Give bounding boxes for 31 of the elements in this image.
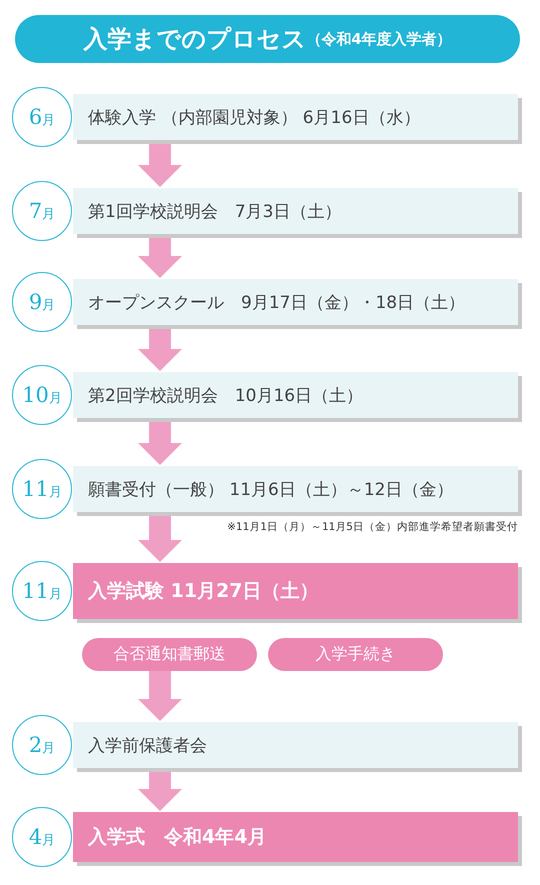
step-text: 第1回学校説明会 7月3日（土） bbox=[88, 200, 342, 222]
month-label: 2月 bbox=[28, 733, 56, 757]
highlight-box bbox=[73, 812, 518, 862]
pill-text: 入学手続き bbox=[316, 644, 396, 665]
step-box bbox=[73, 94, 518, 140]
step-text: オープンスクール 9月17日（金）・18日（土） bbox=[88, 292, 466, 314]
step-text: 願書受付（一般） 11月6日（土）～12日（金） bbox=[88, 478, 454, 500]
month-label: 10月 bbox=[22, 383, 62, 407]
step-box bbox=[73, 372, 518, 418]
month-label: 4月 bbox=[28, 825, 56, 849]
month-label: 6月 bbox=[28, 105, 56, 129]
status-pill bbox=[268, 638, 443, 671]
title-text: 入学までのプロセス bbox=[83, 24, 306, 55]
step-text: 体験入学 （内部園児対象） 6月16日（水） bbox=[88, 106, 420, 128]
month-label: 9月 bbox=[28, 290, 56, 314]
subtitle-text: （令和4年度入学者） bbox=[306, 30, 452, 48]
step-box bbox=[73, 188, 518, 234]
step-box bbox=[73, 722, 518, 768]
step-text: 入学試験 11月27日（土） bbox=[88, 579, 318, 604]
step-box bbox=[73, 466, 518, 512]
pill-text: 合否通知書郵送 bbox=[114, 644, 226, 665]
step-text: 入学式 令和4年4月 bbox=[88, 825, 266, 850]
note-text: ※11月1日（月）～11月5日（金）内部進学希望者願書受付 bbox=[227, 520, 518, 534]
step-text: 第2回学校説明会 10月16日（土） bbox=[88, 384, 364, 406]
status-pill bbox=[82, 638, 257, 671]
arrow bbox=[138, 671, 182, 721]
step-text: 入学前保護者会 bbox=[88, 734, 207, 756]
highlight-box bbox=[73, 563, 518, 619]
step-box bbox=[73, 279, 518, 325]
month-label: 7月 bbox=[28, 199, 56, 223]
heading-banner bbox=[15, 15, 520, 63]
